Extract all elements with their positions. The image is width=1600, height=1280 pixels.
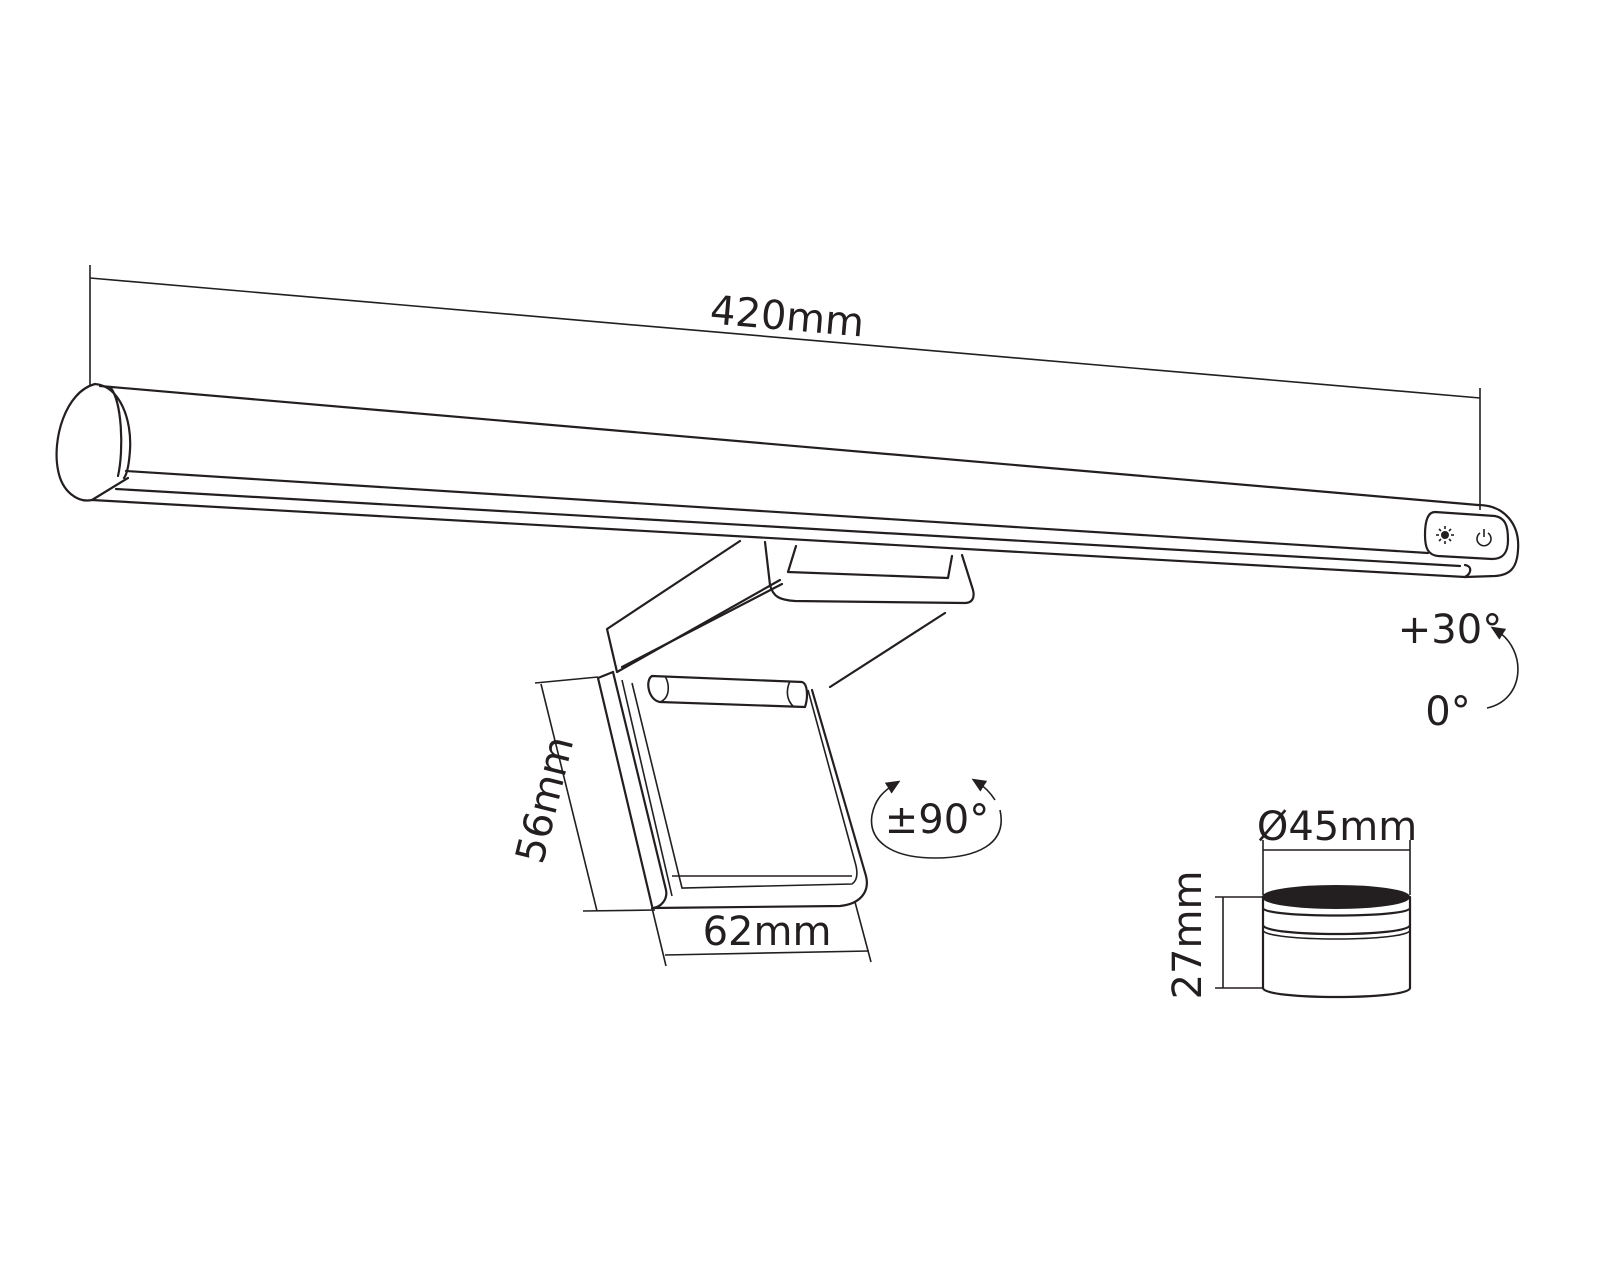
tilt-up-label: +30° xyxy=(1398,607,1502,653)
base-cylinder xyxy=(1261,885,1412,999)
clamp-height-label: 56mm xyxy=(507,732,583,868)
brightness-icon xyxy=(1436,526,1454,544)
clamp-width-dimension: 62mm xyxy=(651,901,872,967)
length-dimension: 420mm xyxy=(89,265,1481,510)
length-label: 420mm xyxy=(708,287,866,346)
base-diameter-dimension: Ø45mm xyxy=(1257,804,1417,895)
base-height-label: 27mm xyxy=(1165,871,1211,1000)
power-icon xyxy=(1476,529,1492,547)
base-diameter-label: Ø45mm xyxy=(1257,804,1417,850)
clamp xyxy=(596,539,975,910)
light-bar xyxy=(55,382,1520,579)
base-height-dimension: 27mm xyxy=(1165,871,1263,1000)
clamp-width-label: 62mm xyxy=(703,909,832,955)
tilt-indicator: +30° 0° xyxy=(1398,607,1519,735)
rotation-indicator: ±90° xyxy=(870,778,1002,859)
rotation-label: ±90° xyxy=(885,797,989,843)
tilt-zero-label: 0° xyxy=(1425,689,1470,735)
clamp-height-dimension: 56mm xyxy=(507,676,656,912)
